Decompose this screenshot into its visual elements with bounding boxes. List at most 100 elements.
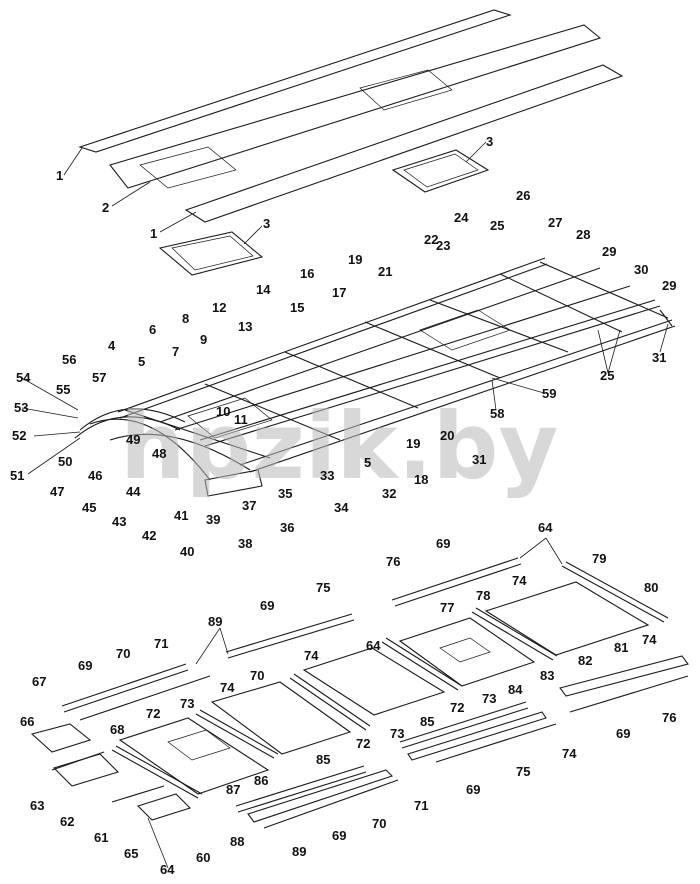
- leader-lines: [21, 141, 669, 869]
- label-48: 48: [152, 446, 166, 461]
- label-45: 45: [82, 500, 96, 515]
- cross-rib-4: [364, 321, 501, 379]
- label-30: 30: [634, 262, 648, 277]
- hatch-cover-b-inner: [403, 153, 479, 188]
- label-69-left: 69: [78, 658, 92, 673]
- label-11: 11: [234, 412, 248, 427]
- label-16: 16: [300, 266, 314, 281]
- label-39: 39: [206, 512, 220, 527]
- label-24: 24: [454, 210, 469, 225]
- rail-69-mid-b: [227, 619, 355, 659]
- rail-73-b-b: [293, 673, 371, 727]
- rail-82-b: [475, 607, 558, 657]
- label-31-b: 31: [652, 350, 666, 365]
- label-85-a: 85: [420, 714, 434, 729]
- label-47: 47: [50, 484, 64, 499]
- rail-5: [239, 319, 673, 466]
- label-73-b: 73: [180, 696, 194, 711]
- rail-74-right: [399, 701, 527, 743]
- label-35: 35: [278, 486, 292, 501]
- label-71-top: 71: [154, 636, 168, 651]
- label-42: 42: [142, 528, 156, 543]
- label-59: 59: [542, 386, 556, 401]
- label-20: 20: [440, 428, 454, 443]
- rear-end-post: [659, 309, 673, 327]
- label-18: 18: [414, 472, 428, 487]
- rail-76-right: [559, 655, 689, 697]
- label-62: 62: [60, 814, 74, 829]
- rail-73-c-b: [199, 709, 279, 755]
- label-74-mid: 74: [304, 648, 319, 663]
- rail-76-top: [391, 557, 519, 601]
- hatch-cover-a: [158, 231, 264, 276]
- label-50: 50: [58, 454, 72, 469]
- label-79: 79: [592, 551, 606, 566]
- label-58: 58: [490, 406, 504, 421]
- rail-70-bottom: [247, 769, 394, 823]
- label-21: 21: [378, 264, 392, 279]
- label-5-a: 5: [138, 354, 145, 369]
- label-67: 67: [32, 674, 46, 689]
- front-arch-2: [79, 408, 186, 431]
- cross-rib-1: [124, 409, 271, 459]
- label-73-c: 73: [390, 726, 404, 741]
- label-88: 88: [230, 834, 244, 849]
- label-31-a: 31: [472, 452, 486, 467]
- label-32: 32: [382, 486, 396, 501]
- label-87: 87: [226, 782, 240, 797]
- label-22: 22: [424, 232, 438, 247]
- label-25-top: 25: [490, 218, 504, 233]
- label-72-a: 72: [450, 700, 464, 715]
- rail-4b: [204, 305, 661, 447]
- label-70-b: 70: [250, 668, 264, 683]
- label-27: 27: [548, 215, 562, 230]
- rail-73-a: [381, 641, 459, 691]
- label-6: 6: [149, 322, 156, 337]
- panel-66: [30, 723, 92, 753]
- label-12: 12: [212, 300, 226, 315]
- label-71-low: 71: [414, 798, 428, 813]
- roof-frame: [74, 257, 676, 497]
- panel-85-upper: [302, 647, 446, 716]
- label-69-top: 69: [436, 536, 450, 551]
- label-61: 61: [94, 830, 108, 845]
- label-1-a: 1: [56, 168, 63, 183]
- label-3-a: 3: [486, 134, 493, 149]
- roof-strip-upper: [78, 9, 512, 153]
- rail-88: [111, 749, 199, 799]
- watermark-text: hpzik.by: [120, 393, 558, 500]
- panel-cutout-a: [139, 146, 237, 189]
- roof-panel-center: [109, 24, 602, 189]
- label-36: 36: [280, 520, 294, 535]
- rail-1b: [119, 263, 548, 419]
- label-1-b: 1: [150, 226, 157, 241]
- rail-89-bottom: [263, 779, 399, 829]
- label-75-top: 75: [316, 580, 330, 595]
- rail-70-left: [79, 675, 211, 721]
- rail-4: [199, 299, 656, 441]
- label-29-b: 29: [662, 278, 676, 293]
- lower-labels: 64 69 76 79 74 80 75 78 77 81 69 89 64 8…: [20, 520, 676, 877]
- top-panel-labels: 1 2 1 3 3: [56, 134, 493, 241]
- rail-69-bottom-b: [237, 771, 367, 813]
- label-26: 26: [516, 188, 530, 203]
- label-10: 10: [216, 404, 230, 419]
- rail-61: [111, 785, 165, 803]
- label-70-a: 70: [116, 646, 130, 661]
- rail-69-bottom: [235, 765, 365, 807]
- label-4: 4: [108, 338, 116, 353]
- front-cap-curve-2: [109, 433, 251, 471]
- rail-73-b: [289, 677, 367, 731]
- label-77: 77: [440, 600, 454, 615]
- label-78: 78: [476, 588, 490, 603]
- label-65: 65: [124, 846, 138, 861]
- rail-74-right-b: [401, 707, 529, 749]
- roof-strip-lower: [184, 64, 624, 223]
- rail-69-far-right: [569, 675, 689, 713]
- label-84: 84: [508, 682, 523, 697]
- top-roof-panels: [78, 9, 624, 276]
- rail-69-left: [61, 663, 187, 707]
- label-69-bottom: 69: [332, 828, 346, 843]
